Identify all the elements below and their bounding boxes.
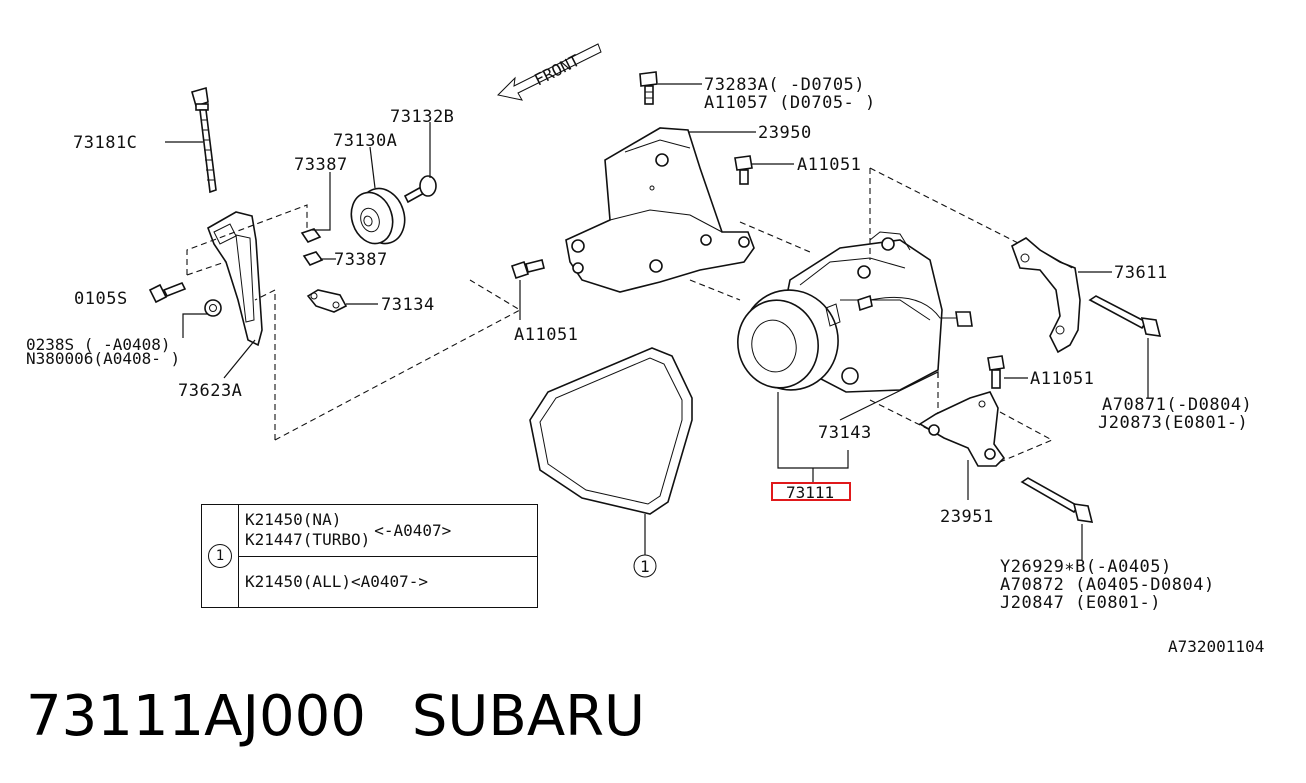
legend-row1-range: <-A0407> <box>374 520 452 540</box>
bolt-73132B <box>403 175 437 204</box>
label-73387-upper: 73387 <box>294 155 348 175</box>
label-A70871: A70871(-D0804) <box>1102 395 1252 415</box>
belt-callout-number: 1 <box>640 557 650 576</box>
label-23951: 23951 <box>940 507 994 527</box>
legend-row2: K21450(ALL)<A0407-> <box>245 572 429 592</box>
drive-belt <box>529 347 693 515</box>
label-A11051-lower: A11051 <box>1030 369 1094 389</box>
bolt-73283A <box>639 71 658 105</box>
label-0238S: 0238S ( -A0408) <box>26 335 171 354</box>
nut-0238S <box>204 299 222 317</box>
label-J20847: J20847 (E0801-) <box>1000 593 1161 613</box>
label-73623A: 73623A <box>178 381 242 401</box>
label-73283A: 73283A( -D0705) <box>704 75 865 95</box>
label-Y26929: Y26929∗B(-A0405) <box>1000 557 1172 577</box>
idler-pulley-73130A <box>350 187 406 245</box>
label-73387-lower: 73387 <box>334 250 388 270</box>
label-73111: 73111 <box>786 483 834 502</box>
nut-73387-upper <box>300 228 322 243</box>
footer-title: 73111AJ000 SUBARU <box>26 682 691 752</box>
bolt-A11051-lower <box>987 355 1005 389</box>
legend-index: 1 <box>208 544 232 568</box>
tensioner-bolt-73181C <box>191 86 217 194</box>
bolt-A11051-upper <box>734 155 753 185</box>
legend-row1-line1: K21450(NA) <box>245 510 342 530</box>
nut-73387-lower <box>302 251 324 266</box>
plate-73134 <box>306 289 348 313</box>
tensioner-bracket-73623A <box>207 211 263 347</box>
label-73143: 73143 <box>818 423 872 443</box>
label-73181C: 73181C <box>73 133 137 153</box>
legend-table: 1 K21450(NA) K21447(TURBO) <-A0407> K214… <box>201 504 538 608</box>
label-23950: 23950 <box>758 123 812 143</box>
bracket-23951 <box>918 391 1006 467</box>
front-arrow-icon: FRONT <box>496 43 602 101</box>
label-J20873: J20873(E0801-) <box>1098 413 1248 433</box>
legend-row1-line2: K21447(TURBO) <box>245 530 371 550</box>
label-A11051-left: A11051 <box>514 325 578 345</box>
label-0105S: 0105S <box>74 289 128 309</box>
bolt-A70871 <box>1088 295 1162 337</box>
bolt-0105S <box>148 281 187 304</box>
part-number: 73111AJ000 <box>26 684 366 749</box>
compressor-73111 <box>737 231 973 393</box>
front-label: FRONT <box>531 51 583 90</box>
label-A11051-upper: A11051 <box>797 155 861 175</box>
legend-index-cell: 1 <box>202 505 239 607</box>
bolt-A11051-left <box>510 259 545 280</box>
label-N380006: N380006(A0408- ) <box>26 349 180 368</box>
bracket-73611 <box>1011 237 1081 354</box>
label-73134: 73134 <box>381 295 435 315</box>
label-73611: 73611 <box>1114 263 1168 283</box>
bracket-23950 <box>565 127 755 293</box>
legend-row-1: K21450(NA) K21447(TURBO) <-A0407> <box>239 505 537 556</box>
brand-name: SUBARU <box>411 684 646 749</box>
ref-code: A732001104 <box>1168 637 1264 656</box>
highlight-box-73111 <box>771 482 851 501</box>
label-A11057: A11057 (D0705- ) <box>704 93 876 113</box>
bolt-Y26929 <box>1020 477 1094 523</box>
label-73132B: 73132B <box>390 107 454 127</box>
legend-rows: K21450(NA) K21447(TURBO) <-A0407> K21450… <box>239 505 537 607</box>
belt-callout: 1 <box>633 554 657 578</box>
legend-row-2: K21450(ALL)<A0407-> <box>239 555 537 608</box>
label-A70872: A70872 (A0405-D0804) <box>1000 575 1215 595</box>
label-73130A: 73130A <box>333 131 397 151</box>
